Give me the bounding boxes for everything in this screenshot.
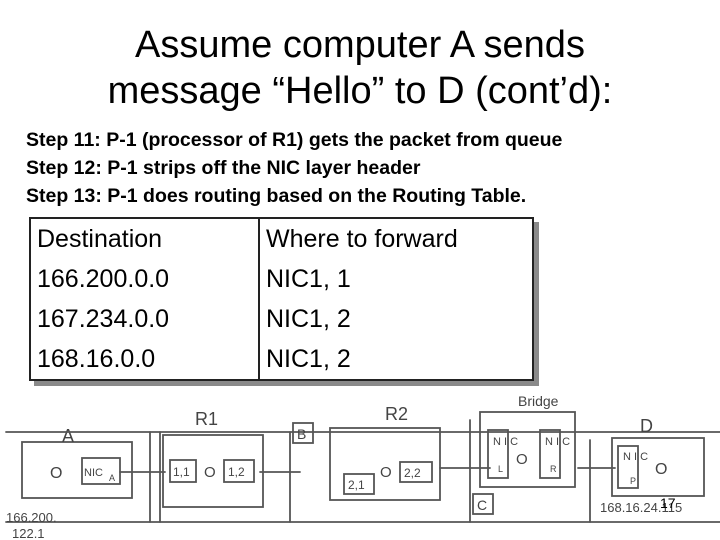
forward-cell: NIC1, 2 — [258, 339, 534, 381]
destination-cell: 167.234.0.0 — [29, 299, 260, 339]
nic-a-sub: A — [109, 473, 115, 483]
r2-label: R2 — [385, 404, 408, 424]
page-number: 17 — [660, 495, 676, 511]
nic-l-box — [487, 429, 509, 479]
step-13: Step 13: P-1 does routing based on the R… — [26, 185, 527, 207]
computer-a-processor: O — [50, 465, 62, 482]
title-line-2: message “Hello” to D (cont’d): — [107, 70, 613, 112]
title-line-1: Assume computer A sends — [135, 24, 585, 66]
host-c-box — [472, 493, 494, 515]
computer-a-box — [21, 441, 133, 499]
computer-d-label: D — [640, 416, 653, 436]
address-d: 168.16.24.115 — [600, 500, 682, 515]
r2-box — [329, 427, 441, 501]
step-12: Step 12: P-1 strips off the NIC layer he… — [26, 157, 421, 179]
slide-title: Assume computer A sends message “Hello” … — [0, 22, 720, 114]
nic-a-label: NIC — [84, 467, 103, 479]
host-c-label: C — [477, 497, 487, 513]
port-21-box — [343, 473, 375, 495]
port-11-box — [169, 459, 197, 483]
port-12-label: 1,2 — [228, 465, 245, 479]
forward-cell: NIC1, 1 — [258, 259, 534, 299]
r1-processor: O — [204, 464, 216, 481]
nic-r-sub: R — [550, 464, 557, 474]
address-a-line2: 122.1 — [12, 526, 45, 540]
table-row: 167.234.0.0 NIC1, 2 — [29, 299, 534, 339]
nic-l-label: N I C — [493, 436, 518, 448]
step-11: Step 11: P-1 (processor of R1) gets the … — [26, 129, 563, 151]
routing-table: Destination Where to forward 166.200.0.0… — [29, 217, 534, 381]
address-a-line1: 166.200. — [6, 510, 57, 525]
bridge-processor: O — [516, 451, 528, 468]
nic-r-box — [539, 429, 561, 479]
network-sketch: A O NIC A R1 1,1 O 1,2 B R2 O 2,2 2,1 C … — [5, 393, 720, 540]
computer-a-label: A — [62, 426, 74, 446]
port-21-label: 2,1 — [348, 478, 365, 492]
destination-cell: 166.200.0.0 — [29, 259, 260, 299]
bridge-box — [479, 411, 576, 488]
nic-p-sub: P — [630, 476, 636, 486]
nic-r-label: N I C — [545, 436, 570, 448]
nic-l-sub: L — [498, 464, 503, 474]
computer-d-box — [611, 437, 705, 497]
r2-processor: O — [380, 464, 392, 481]
step-list: Step 11: P-1 (processor of R1) gets the … — [26, 126, 562, 210]
header-destination: Destination — [29, 217, 260, 259]
port-11-label: 1,1 — [173, 465, 190, 479]
table-header-row: Destination Where to forward — [29, 217, 534, 259]
bridge-label: Bridge — [518, 393, 559, 409]
r1-box — [162, 434, 264, 508]
table-row: 166.200.0.0 NIC1, 1 — [29, 259, 534, 299]
nic-p-label: N I C — [623, 451, 648, 463]
port-22-box — [399, 461, 433, 483]
destination-cell: 168.16.0.0 — [29, 339, 260, 381]
computer-d-processor: O — [655, 461, 667, 478]
header-where-to-forward: Where to forward — [258, 217, 534, 259]
host-b-box — [292, 422, 314, 444]
port-12-box — [223, 459, 255, 483]
table-row: 168.16.0.0 NIC1, 2 — [29, 339, 534, 381]
forward-cell: NIC1, 2 — [258, 299, 534, 339]
nic-p-box — [617, 445, 639, 489]
port-22-label: 2,2 — [404, 466, 421, 480]
nic-a-box — [81, 457, 121, 485]
r1-label: R1 — [195, 409, 218, 429]
host-b-label: B — [297, 426, 306, 442]
